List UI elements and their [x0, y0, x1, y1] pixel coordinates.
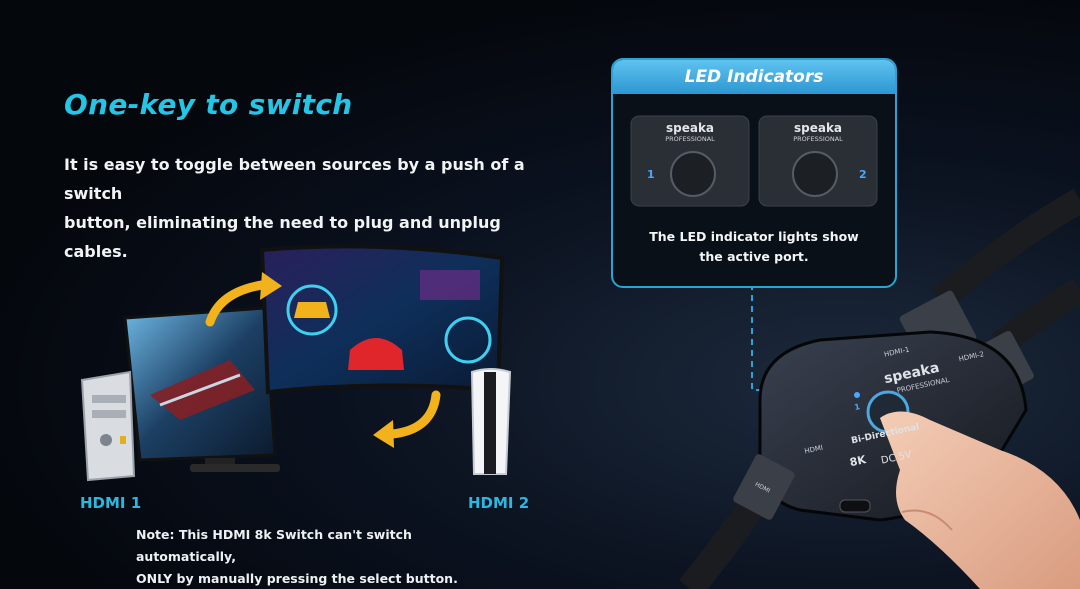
game-console-icon — [470, 368, 512, 475]
monitor-left-icon — [123, 306, 280, 472]
connector-line — [751, 284, 790, 391]
led-port-1: 1 — [647, 168, 655, 181]
monitor-right-icon — [259, 244, 505, 395]
note-line-2: ONLY by manually pressing the select but… — [136, 571, 458, 586]
hand-icon — [880, 411, 1080, 589]
arrow-down-head-icon — [373, 420, 394, 448]
led-brand-sub-1: PROFESSIONAL — [665, 135, 715, 143]
headline: One-key to switch — [64, 88, 353, 121]
led-port-2: 2 — [859, 168, 867, 181]
led-caption-line-2: the active port. — [699, 249, 809, 264]
description-line-2: button, eliminating the need to plug and… — [64, 213, 501, 261]
led-panel-title: LED Indicators — [613, 60, 895, 94]
source-label-hdmi2: HDMI 2 — [468, 494, 530, 512]
note-line-1: Note: This HDMI 8k Switch can't switch a… — [136, 527, 412, 564]
device-power: DC 5V — [880, 449, 913, 466]
device-port-out: HDMI — [804, 444, 824, 456]
arrow-down-icon — [387, 390, 441, 439]
cable-plug-label: HDMI — [754, 481, 772, 495]
note: Note: This HDMI 8k Switch can't switch a… — [136, 524, 516, 589]
device-mode: Bi-Directional — [850, 422, 920, 446]
device-led: 1 — [854, 402, 862, 412]
arrow-up-head-icon — [260, 272, 282, 300]
device-badge: 8K — [849, 453, 868, 469]
led-brand-2: speaka — [794, 121, 842, 135]
description: It is easy to toggle between sources by … — [64, 150, 544, 266]
led-closeups: speaka PROFESSIONAL 1 speaka PROFESSIONA… — [630, 115, 878, 207]
led-brand-sub-2: PROFESSIONAL — [793, 135, 843, 143]
led-button-1-icon — [670, 151, 716, 197]
hdmi-plug-bottom-icon — [733, 454, 795, 520]
device-port-in2: HDMI-2 — [958, 350, 985, 363]
led-closeup-port2: speaka PROFESSIONAL 2 — [758, 115, 878, 207]
device-port-in1: HDMI-1 — [883, 346, 910, 359]
led-caption: The LED indicator lights show the active… — [613, 227, 895, 267]
led-brand-1: speaka — [666, 121, 714, 135]
pc-tower-icon — [80, 370, 136, 482]
arrow-up-icon — [205, 280, 267, 327]
source-label-hdmi1: HDMI 1 — [80, 494, 142, 512]
led-button-2-icon — [792, 151, 838, 197]
led-closeup-port1: speaka PROFESSIONAL 1 — [630, 115, 750, 207]
led-caption-line-1: The LED indicator lights show — [649, 229, 859, 244]
description-line-1: It is easy to toggle between sources by … — [64, 155, 525, 203]
led-indicators-panel: LED Indicators speaka PROFESSIONAL 1 spe… — [611, 58, 897, 288]
